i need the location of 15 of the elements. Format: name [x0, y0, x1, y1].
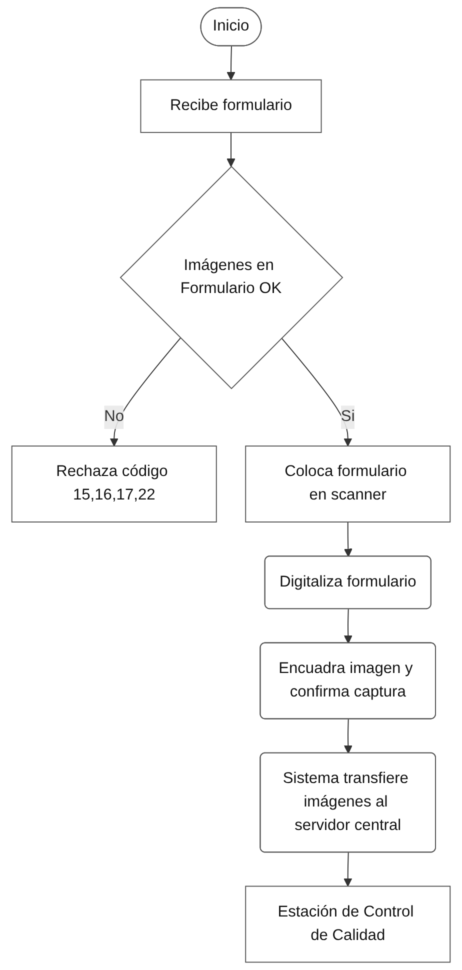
node-box: Rechaza código 15,16,17,22	[11, 446, 217, 522]
arrow	[344, 608, 352, 644]
edge-label: No	[104, 408, 124, 426]
node-box: Recibe formulario	[140, 79, 322, 133]
arrow	[344, 852, 352, 887]
arrow	[344, 522, 352, 557]
edge-label: Si	[340, 408, 355, 426]
arrow	[110, 338, 181, 446]
node-box: Coloca formulario en scanner	[245, 446, 451, 522]
arrow	[226, 132, 236, 167]
node-diamond: Imágenes en Formulario OK	[120, 166, 344, 390]
node-box: Estación de Control de Calidad	[245, 886, 451, 963]
arrow	[226, 46, 236, 80]
arrow	[281, 338, 352, 446]
arrow	[344, 718, 352, 754]
